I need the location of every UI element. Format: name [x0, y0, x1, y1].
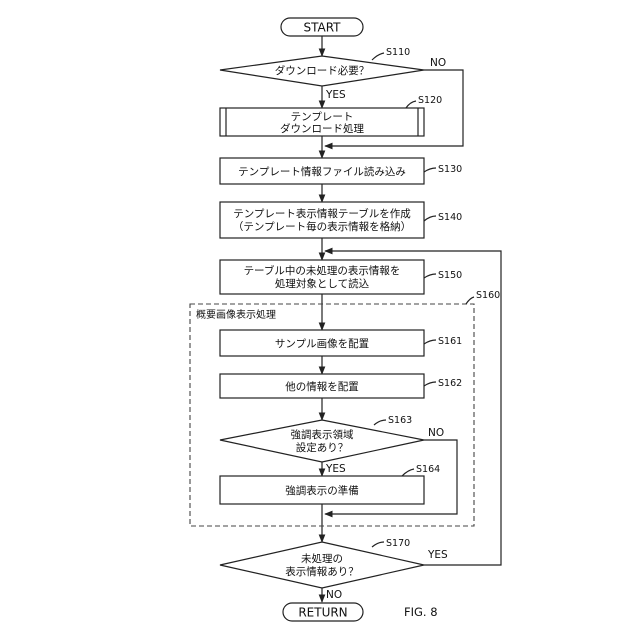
s162-leader [424, 382, 436, 386]
s130-text: テンプレート情報ファイル読み込み [238, 165, 406, 178]
s164-step: S164 [416, 464, 440, 475]
s140-step: S140 [438, 212, 462, 223]
s150-text-1: テーブル中の未処理の表示情報を [244, 264, 401, 277]
s170-yes: YES [427, 549, 448, 561]
s170-text-2: 表示情報あり？ [285, 565, 359, 578]
s120-leader [406, 101, 416, 108]
s164-leader [402, 469, 414, 476]
s110-leader [372, 53, 384, 60]
s170-leader [372, 542, 384, 547]
s170-no: NO [326, 589, 342, 601]
s110-no: NO [430, 57, 446, 69]
s170-step: S170 [386, 538, 410, 549]
s110-text: ダウンロード必要？ [275, 64, 370, 77]
s130-leader [424, 168, 436, 172]
s120-text-2: ダウンロード処理 [280, 122, 364, 135]
s170-text-1: 未処理の [301, 552, 343, 565]
group-s160-step: S160 [476, 290, 500, 301]
s164-text: 強調表示の準備 [285, 484, 359, 497]
s120-text-1: テンプレート [291, 111, 354, 123]
s150-text-2: 処理対象として読込 [275, 277, 370, 290]
s163-text-1: 強調表示領域 [291, 428, 354, 441]
s140-text-2: （テンプレート毎の表示情報を格納） [233, 220, 411, 233]
s163-step: S163 [388, 415, 412, 426]
return-label: RETURN [298, 606, 347, 620]
s110-yes: YES [325, 89, 346, 101]
start-label: START [303, 21, 341, 35]
group-s160-title: 概要画像表示処理 [196, 308, 276, 321]
figure-label: FIG. 8 [404, 605, 438, 619]
s150-leader [424, 274, 436, 278]
s163-yes: YES [325, 463, 346, 475]
group-s160-leader [466, 297, 474, 304]
connector-s170-yes-loop [325, 251, 501, 565]
s130-step: S130 [438, 164, 462, 175]
s162-step: S162 [438, 378, 462, 389]
s120-step: S120 [418, 95, 442, 106]
s162-text: 他の情報を配置 [285, 380, 359, 393]
s161-leader [424, 340, 436, 344]
s150-step: S150 [438, 270, 462, 281]
s163-decision [220, 420, 424, 462]
s163-no: NO [428, 427, 444, 439]
s161-step: S161 [438, 336, 462, 347]
s140-leader [424, 216, 436, 221]
s110-step: S110 [386, 47, 410, 58]
s163-text-2: 設定あり？ [296, 441, 349, 454]
s161-text: サンプル画像を配置 [275, 338, 369, 350]
s163-leader [374, 420, 386, 425]
s140-text-1: テンプレート表示情報テーブルを作成 [233, 207, 411, 220]
